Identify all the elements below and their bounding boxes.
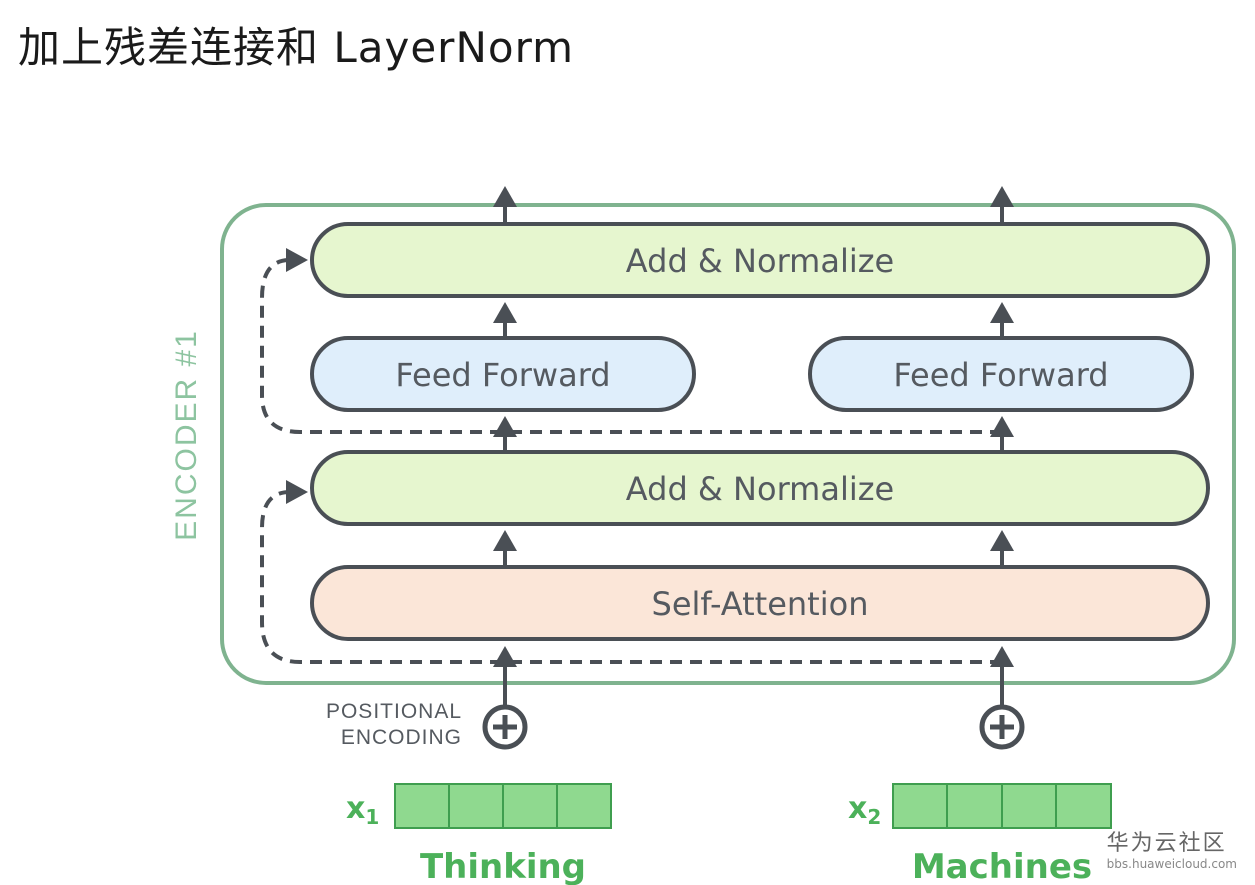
residual-path-bottom	[260, 490, 1002, 664]
input-embedding-x1	[394, 783, 612, 829]
feed-forward-right-label: Feed Forward	[893, 356, 1108, 394]
watermark: 华为云社区 bbs.huaweicloud.com	[1107, 825, 1237, 871]
add-normalize-bottom-label: Add & Normalize	[626, 470, 894, 508]
feed-forward-left-label: Feed Forward	[395, 356, 610, 394]
sa-to-addnorm-arrows	[493, 530, 1014, 567]
self-attention-block	[310, 565, 1210, 641]
ff-to-addnorm-arrows	[493, 302, 1014, 338]
page-title: 加上残差连接和 LayerNorm	[18, 23, 575, 72]
positional-add-icon-right	[979, 704, 1025, 750]
feed-forward-right-block	[808, 336, 1194, 412]
add-normalize-bottom-block	[310, 450, 1210, 526]
residual-connections	[260, 258, 1002, 664]
encoder-label: ENCODER #1	[170, 329, 203, 541]
watermark-url: bbs.huaweicloud.com	[1106, 857, 1237, 871]
positional-encoding-label-line1: POSITIONAL	[326, 700, 462, 723]
add-normalize-top-label: Add & Normalize	[626, 242, 894, 280]
input-arrows	[493, 646, 1014, 708]
positional-add-icon-left	[482, 704, 528, 750]
add-normalize-top-block	[310, 222, 1210, 298]
input-word-thinking: Thinking	[420, 847, 586, 885]
input-label-x2: x2	[848, 791, 881, 829]
output-arrows	[493, 186, 1014, 224]
residual-path-top	[260, 258, 1002, 434]
input-embedding-x2	[892, 783, 1112, 829]
residual-arrowheads	[286, 248, 308, 504]
feed-forward-left-block	[310, 336, 696, 412]
input-word-machines: Machines	[912, 847, 1092, 885]
encoder-box	[220, 203, 1236, 685]
watermark-brand: 华为云社区	[1106, 831, 1227, 856]
input-label-x1: x1	[346, 791, 379, 829]
self-attention-label: Self-Attention	[652, 585, 869, 623]
positional-encoding-label-line2: ENCODING	[341, 726, 462, 749]
